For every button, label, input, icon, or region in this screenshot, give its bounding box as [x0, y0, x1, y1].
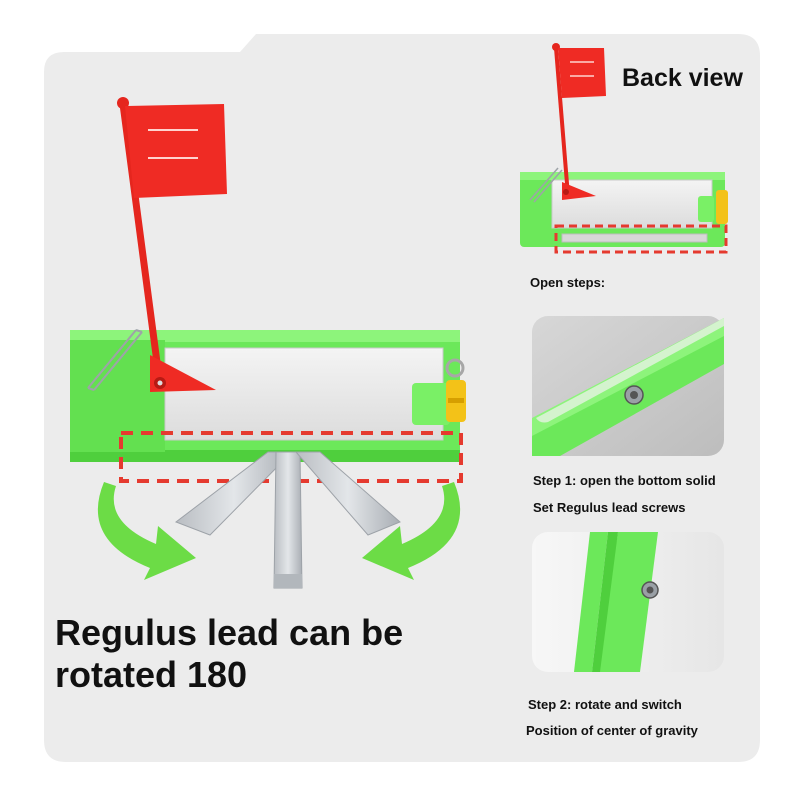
back-view-device: [520, 43, 728, 254]
lead-weights: [174, 451, 401, 589]
dashed-highlight: [119, 431, 463, 483]
step1-detail: Set Regulus lead screws: [533, 500, 686, 515]
step2-title: Step 2: rotate and switch: [528, 697, 682, 712]
main-device: [70, 97, 466, 589]
rotate-arrow-right-icon: [362, 482, 461, 580]
spring: [87, 329, 143, 391]
headline: Regulus lead can be rotated 180: [55, 612, 403, 696]
step1-photo: [532, 316, 724, 456]
step2-detail: Position of center of gravity: [526, 723, 698, 738]
step2-photo: [532, 532, 724, 672]
screw-icon: [624, 385, 644, 405]
screw-icon: [641, 581, 659, 599]
flag-icon: [117, 97, 227, 392]
rotate-arrow-left-icon: [97, 482, 196, 580]
back-view-label: Back view: [622, 64, 743, 92]
open-steps-label: Open steps:: [530, 275, 606, 290]
step1-title: Step 1: open the bottom solid: [533, 473, 716, 488]
headline-line-2: rotated 180: [55, 654, 248, 695]
headline-line-1: Regulus lead can be: [55, 612, 404, 653]
yellow-clip: [445, 358, 466, 422]
